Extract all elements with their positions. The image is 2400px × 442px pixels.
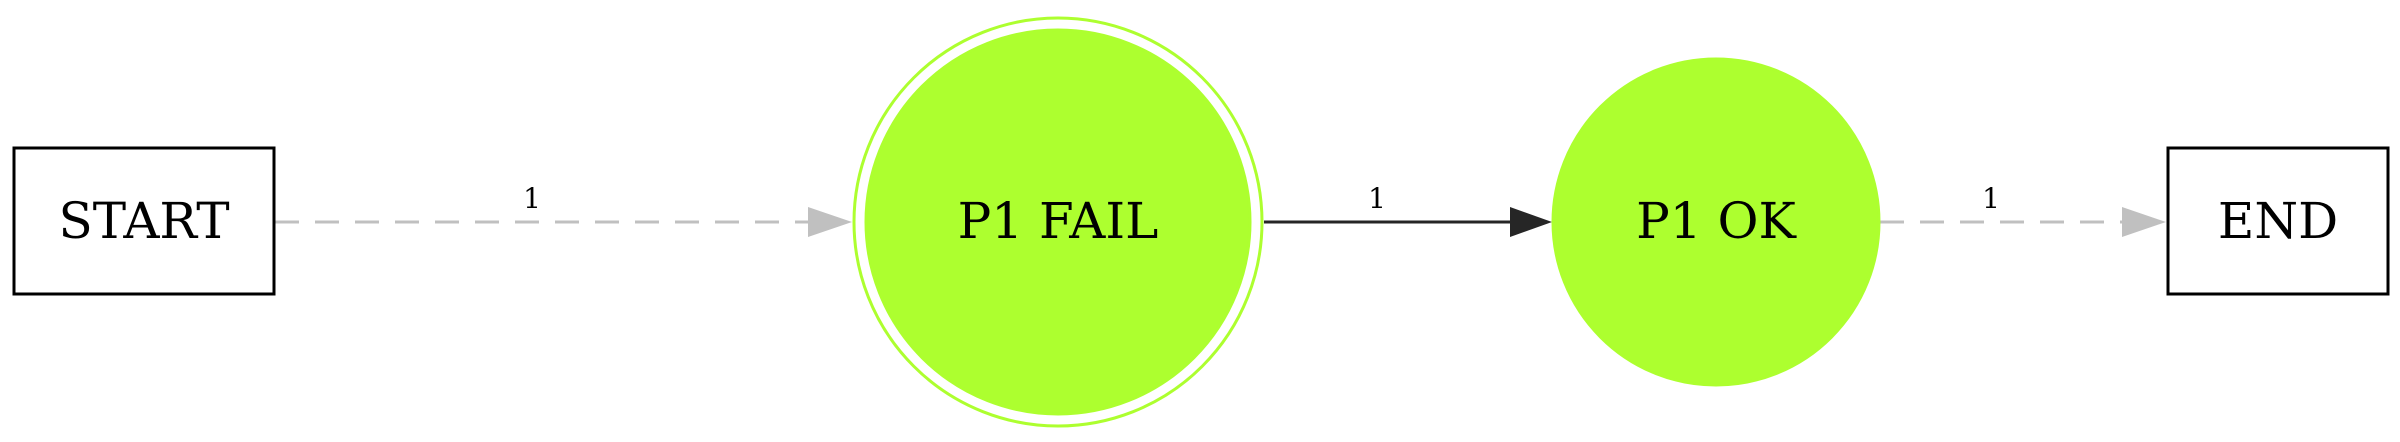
node-box xyxy=(2166,146,2390,296)
arrowhead xyxy=(2122,207,2166,237)
edge-start-to-p1-fail: 1 xyxy=(275,182,852,237)
node-label: END xyxy=(2218,192,2338,250)
node-start[interactable]: START xyxy=(12,146,276,296)
node-circle xyxy=(864,28,1252,416)
node-label: START xyxy=(58,192,229,250)
edge-label: 1 xyxy=(1368,182,1386,215)
node-label: P1 OK xyxy=(1636,192,1797,250)
edge-label: 1 xyxy=(523,182,541,215)
node-p1-ok[interactable]: P1 OK xyxy=(1551,57,1881,387)
node-circle xyxy=(1551,57,1881,387)
node-end[interactable]: END xyxy=(2166,146,2390,296)
edge-p1-fail-to-p1-ok: 1 xyxy=(1264,182,1552,237)
node-p1-fail[interactable]: P1 FAIL xyxy=(852,16,1264,428)
node-box xyxy=(12,146,276,296)
arrowhead xyxy=(1510,207,1552,237)
edge-label: 1 xyxy=(1982,182,2000,215)
edge-p1-ok-to-end: 1 xyxy=(1880,182,2166,237)
arrowhead xyxy=(808,207,852,237)
node-outer-ring xyxy=(852,16,1264,428)
node-label: P1 FAIL xyxy=(958,192,1159,250)
